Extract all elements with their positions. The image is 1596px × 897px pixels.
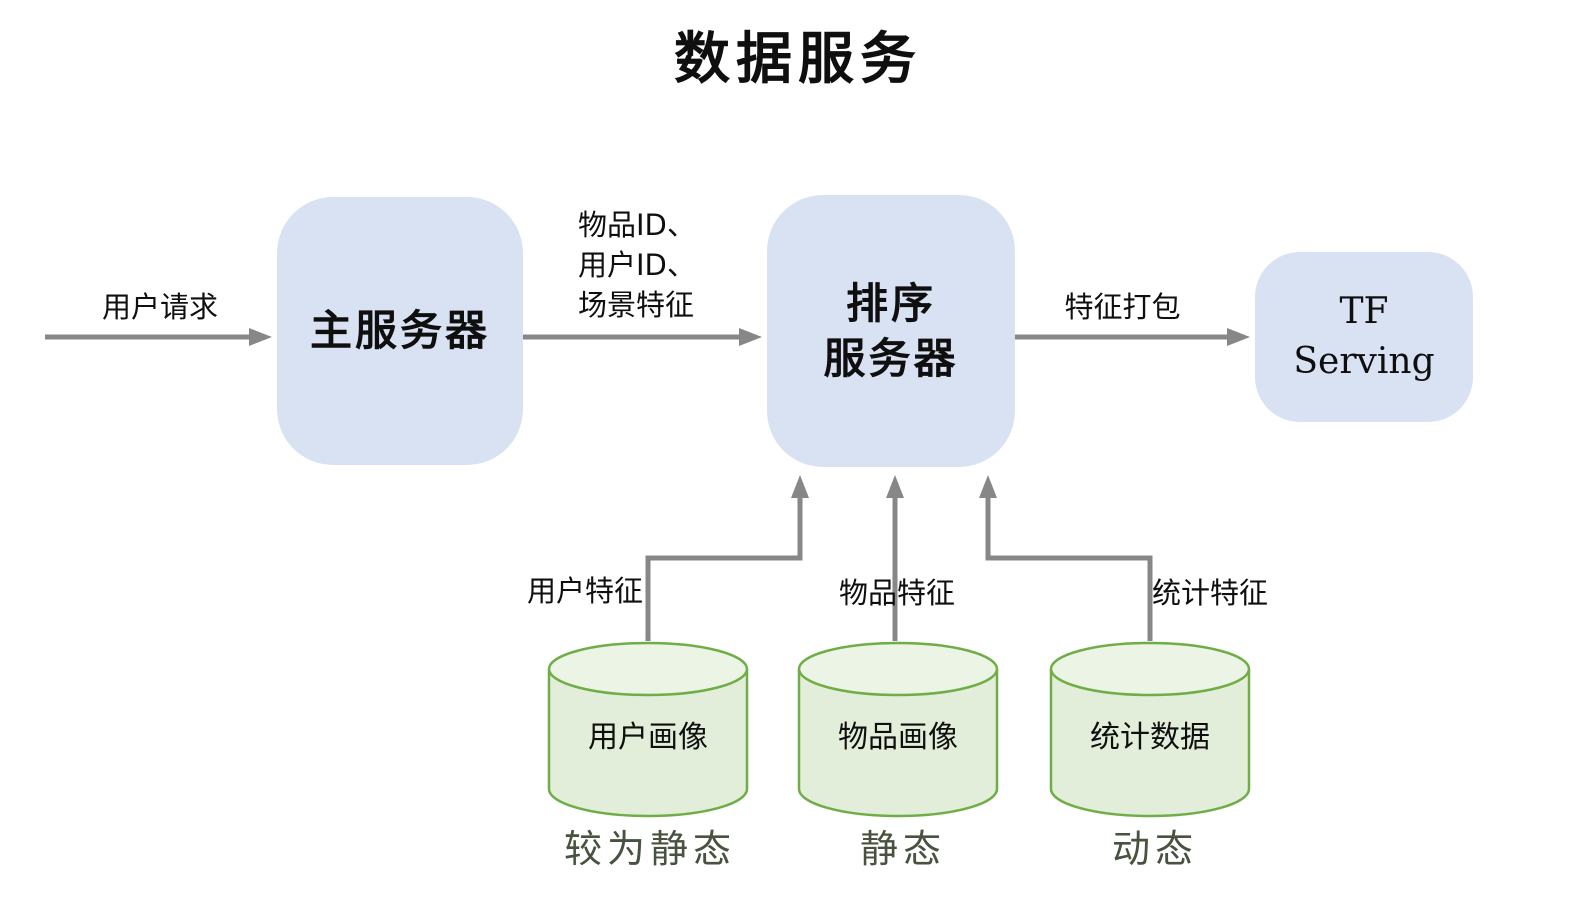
edge-label-scene-features: 场景特征	[578, 288, 695, 322]
node-ranking-server: 排序 服务器	[767, 195, 1015, 467]
db-caption-relatively-static: 较为静态	[563, 827, 736, 871]
db-caption-static: 静态	[859, 827, 946, 871]
db-label-statistics: 统计数据	[1090, 720, 1210, 755]
tf-serving-label-line2: Serving	[1293, 341, 1435, 382]
node-main-server: 主服务器	[277, 197, 523, 465]
edge-label-user-request: 用户请求	[101, 290, 218, 324]
edge-label-ids-and-scene-features: 物品ID、 用户ID、 场景特征	[578, 205, 778, 325]
db-label-item-profile: 物品画像	[838, 720, 958, 755]
db-cylinder-statistics	[1049, 641, 1251, 818]
edge-label-user-features: 用户特征	[526, 574, 643, 608]
db-cylinder-user-profile	[547, 641, 749, 818]
page-title: 数据服务	[674, 27, 922, 92]
arrow-stat-features	[979, 475, 1153, 641]
tf-serving-label-line1: TF	[1339, 290, 1389, 332]
edge-label-stat-features: 统计特征	[1151, 576, 1268, 610]
main-server-label: 主服务器	[309, 306, 490, 356]
edge-label-feature-pack: 特征打包	[1064, 290, 1181, 324]
edge-label-item-features: 物品特征	[838, 576, 955, 610]
db-label-user-profile: 用户画像	[588, 720, 708, 755]
edge-label-item-id: 物品ID、	[578, 208, 696, 242]
ranking-server-label-line2: 服务器	[823, 334, 959, 383]
node-tf-serving: TF Serving	[1255, 252, 1473, 422]
db-caption-dynamic: 动态	[1111, 827, 1198, 871]
arrow-user-features	[645, 475, 810, 641]
edge-label-user-id: 用户ID、	[578, 248, 696, 282]
db-cylinder-item-profile	[797, 641, 999, 818]
ranking-server-label-line1: 排序	[845, 278, 936, 328]
